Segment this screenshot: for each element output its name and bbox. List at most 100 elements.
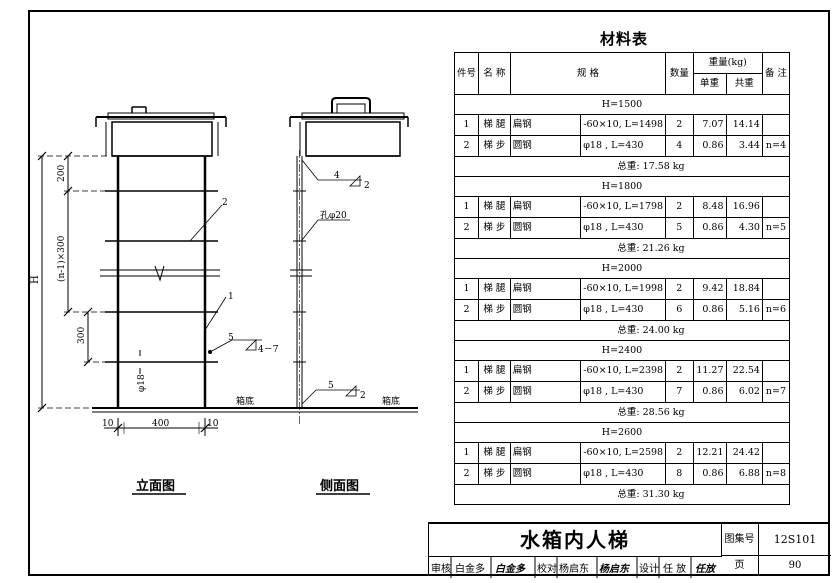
cell-note: n=8 bbox=[761, 463, 791, 485]
atlas-label: 图集号 bbox=[721, 524, 759, 556]
signature-row-grid bbox=[450, 556, 692, 578]
cell-spec: φ18 , L=430 bbox=[580, 381, 667, 403]
designer-name: 任 放 bbox=[663, 564, 687, 575]
cell-spec: φ18 , L=430 bbox=[580, 217, 667, 239]
cell-part-no: 2 bbox=[453, 217, 480, 239]
callout-2: 2 bbox=[222, 198, 228, 208]
section-height-label: H=2600 bbox=[454, 422, 790, 443]
section-height-label: H=2000 bbox=[454, 258, 790, 279]
cell-total-weight: 4.30 bbox=[725, 217, 763, 239]
cell-total-weight: 24.42 bbox=[725, 442, 763, 464]
cell-total-weight: 16.96 bbox=[725, 196, 763, 218]
cell-part-no: 1 bbox=[453, 360, 480, 382]
cell-spec: -60×10, L=1498 bbox=[580, 114, 667, 136]
cell-name: 梯 步 bbox=[478, 381, 511, 403]
cell-unit-weight: 0.86 bbox=[692, 299, 727, 321]
design-label: 设计 bbox=[639, 564, 659, 575]
cell-name: 梯 步 bbox=[478, 217, 511, 239]
cell-note bbox=[761, 360, 791, 382]
review-label: 审核 bbox=[431, 564, 451, 575]
col-name: 名 称 bbox=[478, 52, 511, 95]
cell-part-no: 2 bbox=[453, 463, 480, 485]
cell-material: 扁钢 bbox=[509, 442, 582, 464]
tank-bottom-front: 箱底 bbox=[236, 395, 254, 407]
cell-spec: -60×10, L=2398 bbox=[580, 360, 667, 382]
side-view bbox=[270, 97, 418, 425]
cell-total-weight: 5.16 bbox=[725, 299, 763, 321]
col-qty: 数量 bbox=[665, 52, 694, 95]
cell-part-no: 2 bbox=[453, 381, 480, 403]
check-label: 校对 bbox=[537, 564, 557, 575]
col-weight: 重量(kg) bbox=[692, 52, 763, 74]
cell-total-weight: 22.54 bbox=[725, 360, 763, 382]
cell-unit-weight: 12.21 bbox=[692, 442, 727, 464]
cell-material: 圆钢 bbox=[509, 381, 582, 403]
cell-unit-weight: 0.86 bbox=[692, 463, 727, 485]
cell-qty: 5 bbox=[665, 217, 694, 239]
title-block: 水箱内人梯 图集号 12S101 页 90 审核 白金多 白金多 校对 杨启东 … bbox=[428, 522, 831, 578]
dim-300: 300 bbox=[77, 327, 87, 344]
cell-material: 圆钢 bbox=[509, 135, 582, 157]
cell-total-weight: 14.14 bbox=[725, 114, 763, 136]
dim-10-left: 10 bbox=[102, 419, 114, 429]
col-no: 件号 bbox=[453, 52, 480, 95]
side-view-title: 侧面图 bbox=[320, 478, 359, 494]
cell-spec: -60×10, L=1798 bbox=[580, 196, 667, 218]
cell-spec: -60×10, L=2598 bbox=[580, 442, 667, 464]
checker-signature: 杨启东 bbox=[599, 564, 629, 575]
table-total-row: 总重: 17.58 kg bbox=[454, 156, 790, 177]
section-height-label: H=1800 bbox=[454, 176, 790, 197]
table-section-header: H=2600 bbox=[454, 422, 790, 443]
cell-note bbox=[761, 196, 791, 218]
cell-part-no: 2 bbox=[453, 299, 480, 321]
cell-qty: 6 bbox=[665, 299, 694, 321]
cell-unit-weight: 9.42 bbox=[692, 278, 727, 300]
cell-material: 扁钢 bbox=[509, 360, 582, 382]
side-callout-hole: 孔φ20 bbox=[320, 210, 347, 221]
front-view bbox=[38, 106, 270, 436]
cell-qty: 7 bbox=[665, 381, 694, 403]
col-spec: 规 格 bbox=[509, 52, 667, 95]
table-total-row: 总重: 24.00 kg bbox=[454, 320, 790, 341]
callout-4-7: 4－7 bbox=[258, 345, 279, 355]
table-section-header: H=1500 bbox=[454, 94, 790, 115]
cell-name: 梯 步 bbox=[478, 299, 511, 321]
side-callout-2a: 2 bbox=[364, 181, 370, 191]
cell-note bbox=[761, 442, 791, 464]
reviewer-signature: 白金多 bbox=[495, 564, 525, 575]
col-unit-weight: 单重 bbox=[692, 73, 727, 95]
cell-total-weight: 6.88 bbox=[725, 463, 763, 485]
cell-spec: φ18 , L=430 bbox=[580, 135, 667, 157]
dim-200: 200 bbox=[57, 165, 67, 182]
cell-part-no: 1 bbox=[453, 114, 480, 136]
cell-part-no: 2 bbox=[453, 135, 480, 157]
cell-spec: φ18 , L=430 bbox=[580, 299, 667, 321]
section-height-label: H=1500 bbox=[454, 94, 790, 115]
cell-total-weight: 3.44 bbox=[725, 135, 763, 157]
total-weight: 总重: 28.56 kg bbox=[454, 402, 790, 423]
page-label: 页 bbox=[721, 556, 759, 576]
cell-qty: 8 bbox=[665, 463, 694, 485]
cell-unit-weight: 0.86 bbox=[692, 217, 727, 239]
cell-qty: 2 bbox=[665, 114, 694, 136]
col-total-weight: 共重 bbox=[725, 73, 763, 95]
total-weight: 总重: 21.26 kg bbox=[454, 238, 790, 259]
cell-name: 梯 腿 bbox=[478, 196, 511, 218]
cell-spec: -60×10, L=1998 bbox=[580, 278, 667, 300]
cell-part-no: 1 bbox=[453, 278, 480, 300]
cell-total-weight: 18.84 bbox=[725, 278, 763, 300]
table-total-row: 总重: 28.56 kg bbox=[454, 402, 790, 423]
table-section-header: H=2000 bbox=[454, 258, 790, 279]
checker-name: 杨启东 bbox=[559, 564, 589, 575]
total-weight: 总重: 17.58 kg bbox=[454, 156, 790, 177]
col-note: 备 注 bbox=[761, 52, 791, 95]
table-section-header: H=2400 bbox=[454, 340, 790, 361]
cell-material: 圆钢 bbox=[509, 299, 582, 321]
